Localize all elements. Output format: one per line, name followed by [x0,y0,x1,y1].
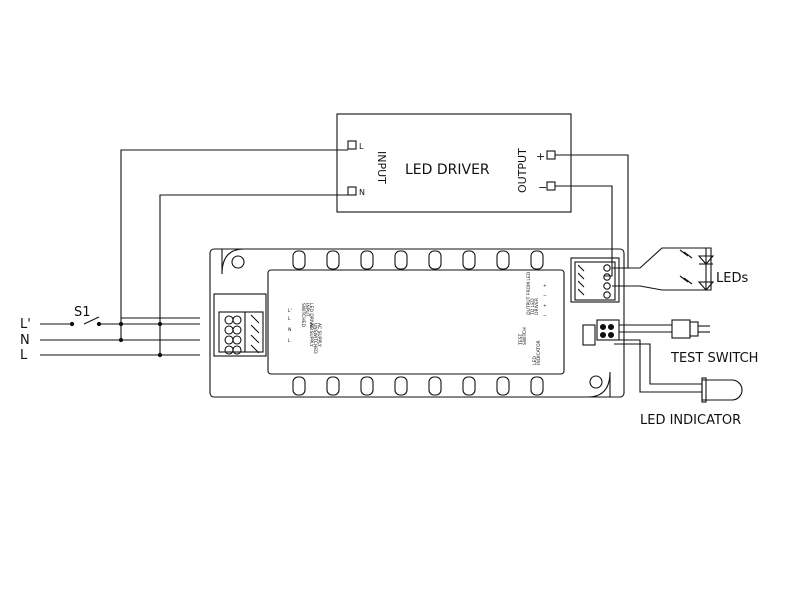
driver-output-plus-terminal [546,150,556,160]
led-indicator [614,339,743,403]
leds-callout: LEDs [716,271,748,286]
driver-title: LED DRIVER [405,162,490,178]
module-test-text-1: SWITCH [522,327,528,345]
module-left-terminal-1: L [288,316,291,322]
driver-input-l-terminal [347,140,357,150]
module-right-terminal-0: + [543,283,547,289]
driver-input-label: INPUT [375,151,388,184]
output-terminal-block [570,257,620,346]
module-right-terminal-1: − [543,294,547,299]
module-right-text-2: DRIVER [534,298,540,315]
test-switch-callout: TEST SWITCH [670,351,758,366]
module-left-text-1: INPUT [304,303,310,317]
driver-input-n-terminal [347,186,357,196]
mains-line-n: N [20,333,30,348]
switch-s1-label: S1 [74,305,91,320]
driver-input-n: N [359,188,365,197]
vent-slots-top [292,250,544,270]
emergency-module [209,248,625,398]
led-string [612,247,715,291]
module-right-text-1: TO LED [530,298,536,316]
module-test-text-3: INDICATOR [536,340,542,365]
module-test-text-2: LED [532,356,538,365]
module-left-text-3: AC SUPPLY [316,323,322,347]
led-indicator-callout: LED INDICATOR [640,413,741,428]
driver-output-plus: + [536,150,545,163]
mains-line-l: L [20,348,28,363]
module-right-terminal-2: + [543,303,547,309]
vent-slots-bottom [292,376,544,396]
module-right-terminal-3: − [543,314,547,319]
module-left-text-0: LED DRIVER [308,303,314,330]
driver-input-wires [120,149,348,325]
input-terminal-block [213,293,267,357]
module-left-terminal-0: L' [288,308,292,314]
module-right-text-0: OUTPUT FROM LED [526,271,532,315]
module-left-text-2: SWITCHED [300,303,306,327]
mains-lines [40,316,200,358]
mains-line-l-prime: L' [20,317,31,332]
test-switch [619,319,710,339]
module-test-text-0: TEST [518,334,524,346]
driver-output-minus: − [538,181,547,194]
driver-output-label: OUTPUT [516,148,529,193]
module-left-terminal-2: N [288,327,291,333]
module-left-text-5: AC SUPPLY [308,323,314,347]
module-left-text-4: UNSWITCHED [312,323,318,354]
labels: LED DRIVER INPUT OUTPUT L N + − S1 L' N … [20,142,758,428]
driver-output-minus-terminal [546,181,556,191]
module-left-terminal-3: L [288,338,291,344]
driver-input-l: L [359,142,364,151]
